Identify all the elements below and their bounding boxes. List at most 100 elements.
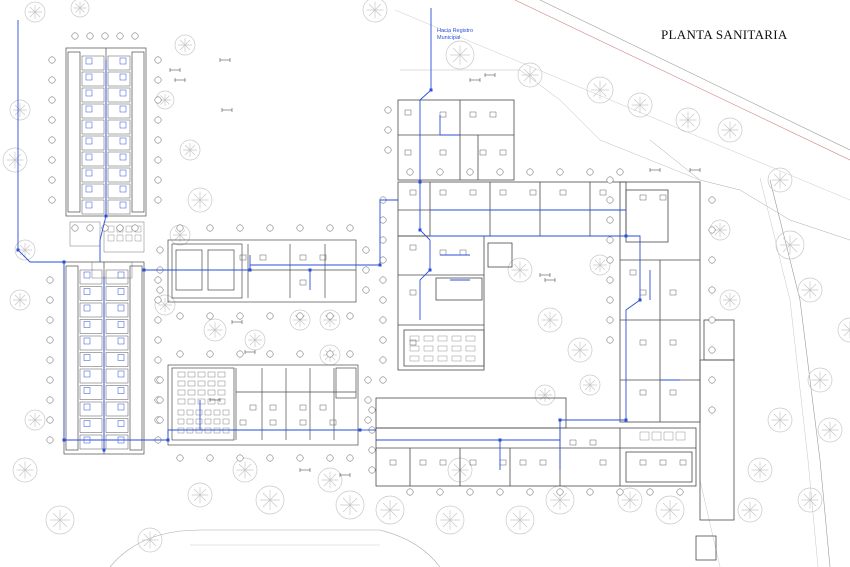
fixture bbox=[669, 389, 677, 396]
bath-fixture bbox=[117, 420, 125, 427]
fixture bbox=[299, 404, 307, 411]
bath-fixture bbox=[119, 89, 127, 97]
bath-fixture bbox=[85, 73, 93, 81]
tree-icon bbox=[362, 0, 388, 23]
axis-marker bbox=[384, 106, 392, 114]
unit-room bbox=[105, 269, 129, 285]
axis-marker bbox=[296, 350, 304, 358]
tree-icon bbox=[817, 417, 843, 443]
tree-icon bbox=[24, 1, 46, 23]
bath-fixture bbox=[83, 288, 91, 295]
axis-marker bbox=[46, 416, 54, 424]
axis-marker bbox=[368, 446, 376, 454]
axis-marker bbox=[154, 56, 162, 64]
fixture bbox=[599, 189, 607, 196]
table bbox=[437, 355, 448, 362]
junction-box bbox=[104, 214, 108, 218]
junction-box bbox=[558, 418, 562, 422]
tree-icon bbox=[837, 317, 850, 343]
axis-marker bbox=[466, 168, 474, 176]
grid-axis-markers bbox=[46, 32, 716, 496]
table bbox=[465, 355, 476, 362]
axis-marker bbox=[206, 350, 214, 358]
fixture bbox=[269, 419, 277, 426]
junction-box bbox=[428, 268, 432, 272]
tree-icon bbox=[137, 527, 163, 553]
junction-box bbox=[308, 268, 312, 272]
axis-marker bbox=[156, 286, 164, 294]
desk bbox=[217, 398, 226, 405]
tree-icon bbox=[24, 409, 46, 431]
bath-fixture bbox=[117, 403, 125, 411]
axis-marker bbox=[362, 266, 370, 274]
fixture bbox=[499, 149, 507, 156]
desk bbox=[177, 371, 186, 378]
desk bbox=[186, 409, 194, 416]
bath-fixture bbox=[119, 169, 127, 177]
desk bbox=[213, 418, 221, 425]
axis-marker bbox=[154, 156, 162, 164]
dimension-tick bbox=[209, 398, 221, 402]
bath-fixture bbox=[85, 137, 93, 145]
axis-marker bbox=[606, 176, 614, 184]
unit-room bbox=[107, 103, 131, 119]
fixture bbox=[639, 389, 647, 396]
desk bbox=[197, 380, 206, 387]
desk bbox=[177, 418, 185, 425]
bath-fixture bbox=[83, 354, 91, 361]
axis-marker bbox=[154, 136, 162, 144]
unit-room bbox=[81, 103, 105, 119]
bath-fixture bbox=[85, 57, 93, 65]
dimension-marks bbox=[169, 58, 701, 477]
bath-fixture bbox=[119, 105, 127, 113]
tree-icon bbox=[435, 505, 465, 535]
axis-marker bbox=[616, 168, 624, 176]
junction-box bbox=[62, 260, 66, 264]
tree-icon bbox=[797, 277, 823, 303]
axis-marker bbox=[606, 196, 614, 204]
fixture bbox=[639, 339, 647, 346]
axis-marker bbox=[556, 168, 564, 176]
axis-marker bbox=[384, 126, 392, 134]
axis-marker bbox=[296, 454, 304, 462]
bath-fixture bbox=[85, 121, 93, 129]
classroom-desks bbox=[177, 371, 230, 434]
axis-marker bbox=[362, 286, 370, 294]
tree-icon bbox=[70, 0, 90, 18]
axis-marker bbox=[708, 286, 716, 294]
axis-marker bbox=[326, 454, 334, 462]
fixture bbox=[439, 189, 447, 196]
axis-marker bbox=[154, 116, 162, 124]
junction-box bbox=[248, 268, 252, 272]
tree-icon bbox=[767, 407, 793, 433]
tree-icon bbox=[2, 147, 28, 173]
axis-marker bbox=[708, 226, 716, 234]
unit-room bbox=[107, 71, 131, 87]
junction-box bbox=[358, 428, 362, 432]
axis-marker bbox=[364, 376, 372, 384]
axis-marker bbox=[606, 216, 614, 224]
axis-marker bbox=[176, 224, 184, 232]
unit-room bbox=[79, 418, 103, 433]
desk bbox=[177, 380, 186, 387]
bath-fixture bbox=[83, 337, 91, 345]
desk bbox=[187, 398, 196, 405]
axis-marker bbox=[116, 224, 124, 232]
table bbox=[451, 335, 462, 342]
unit-room bbox=[105, 401, 129, 417]
axis-marker bbox=[379, 276, 387, 284]
axis-marker bbox=[236, 224, 244, 232]
tree-icon bbox=[767, 167, 793, 193]
desk bbox=[186, 418, 194, 425]
tree-icon bbox=[375, 495, 405, 525]
tree-icon bbox=[737, 497, 763, 523]
tree-icon bbox=[537, 307, 563, 333]
axis-marker bbox=[708, 316, 716, 324]
fixture bbox=[669, 289, 677, 296]
unit-room bbox=[105, 286, 129, 301]
junction-box bbox=[378, 263, 382, 267]
fixture bbox=[559, 189, 567, 196]
axis-marker bbox=[266, 312, 274, 320]
axis-marker bbox=[86, 32, 94, 40]
